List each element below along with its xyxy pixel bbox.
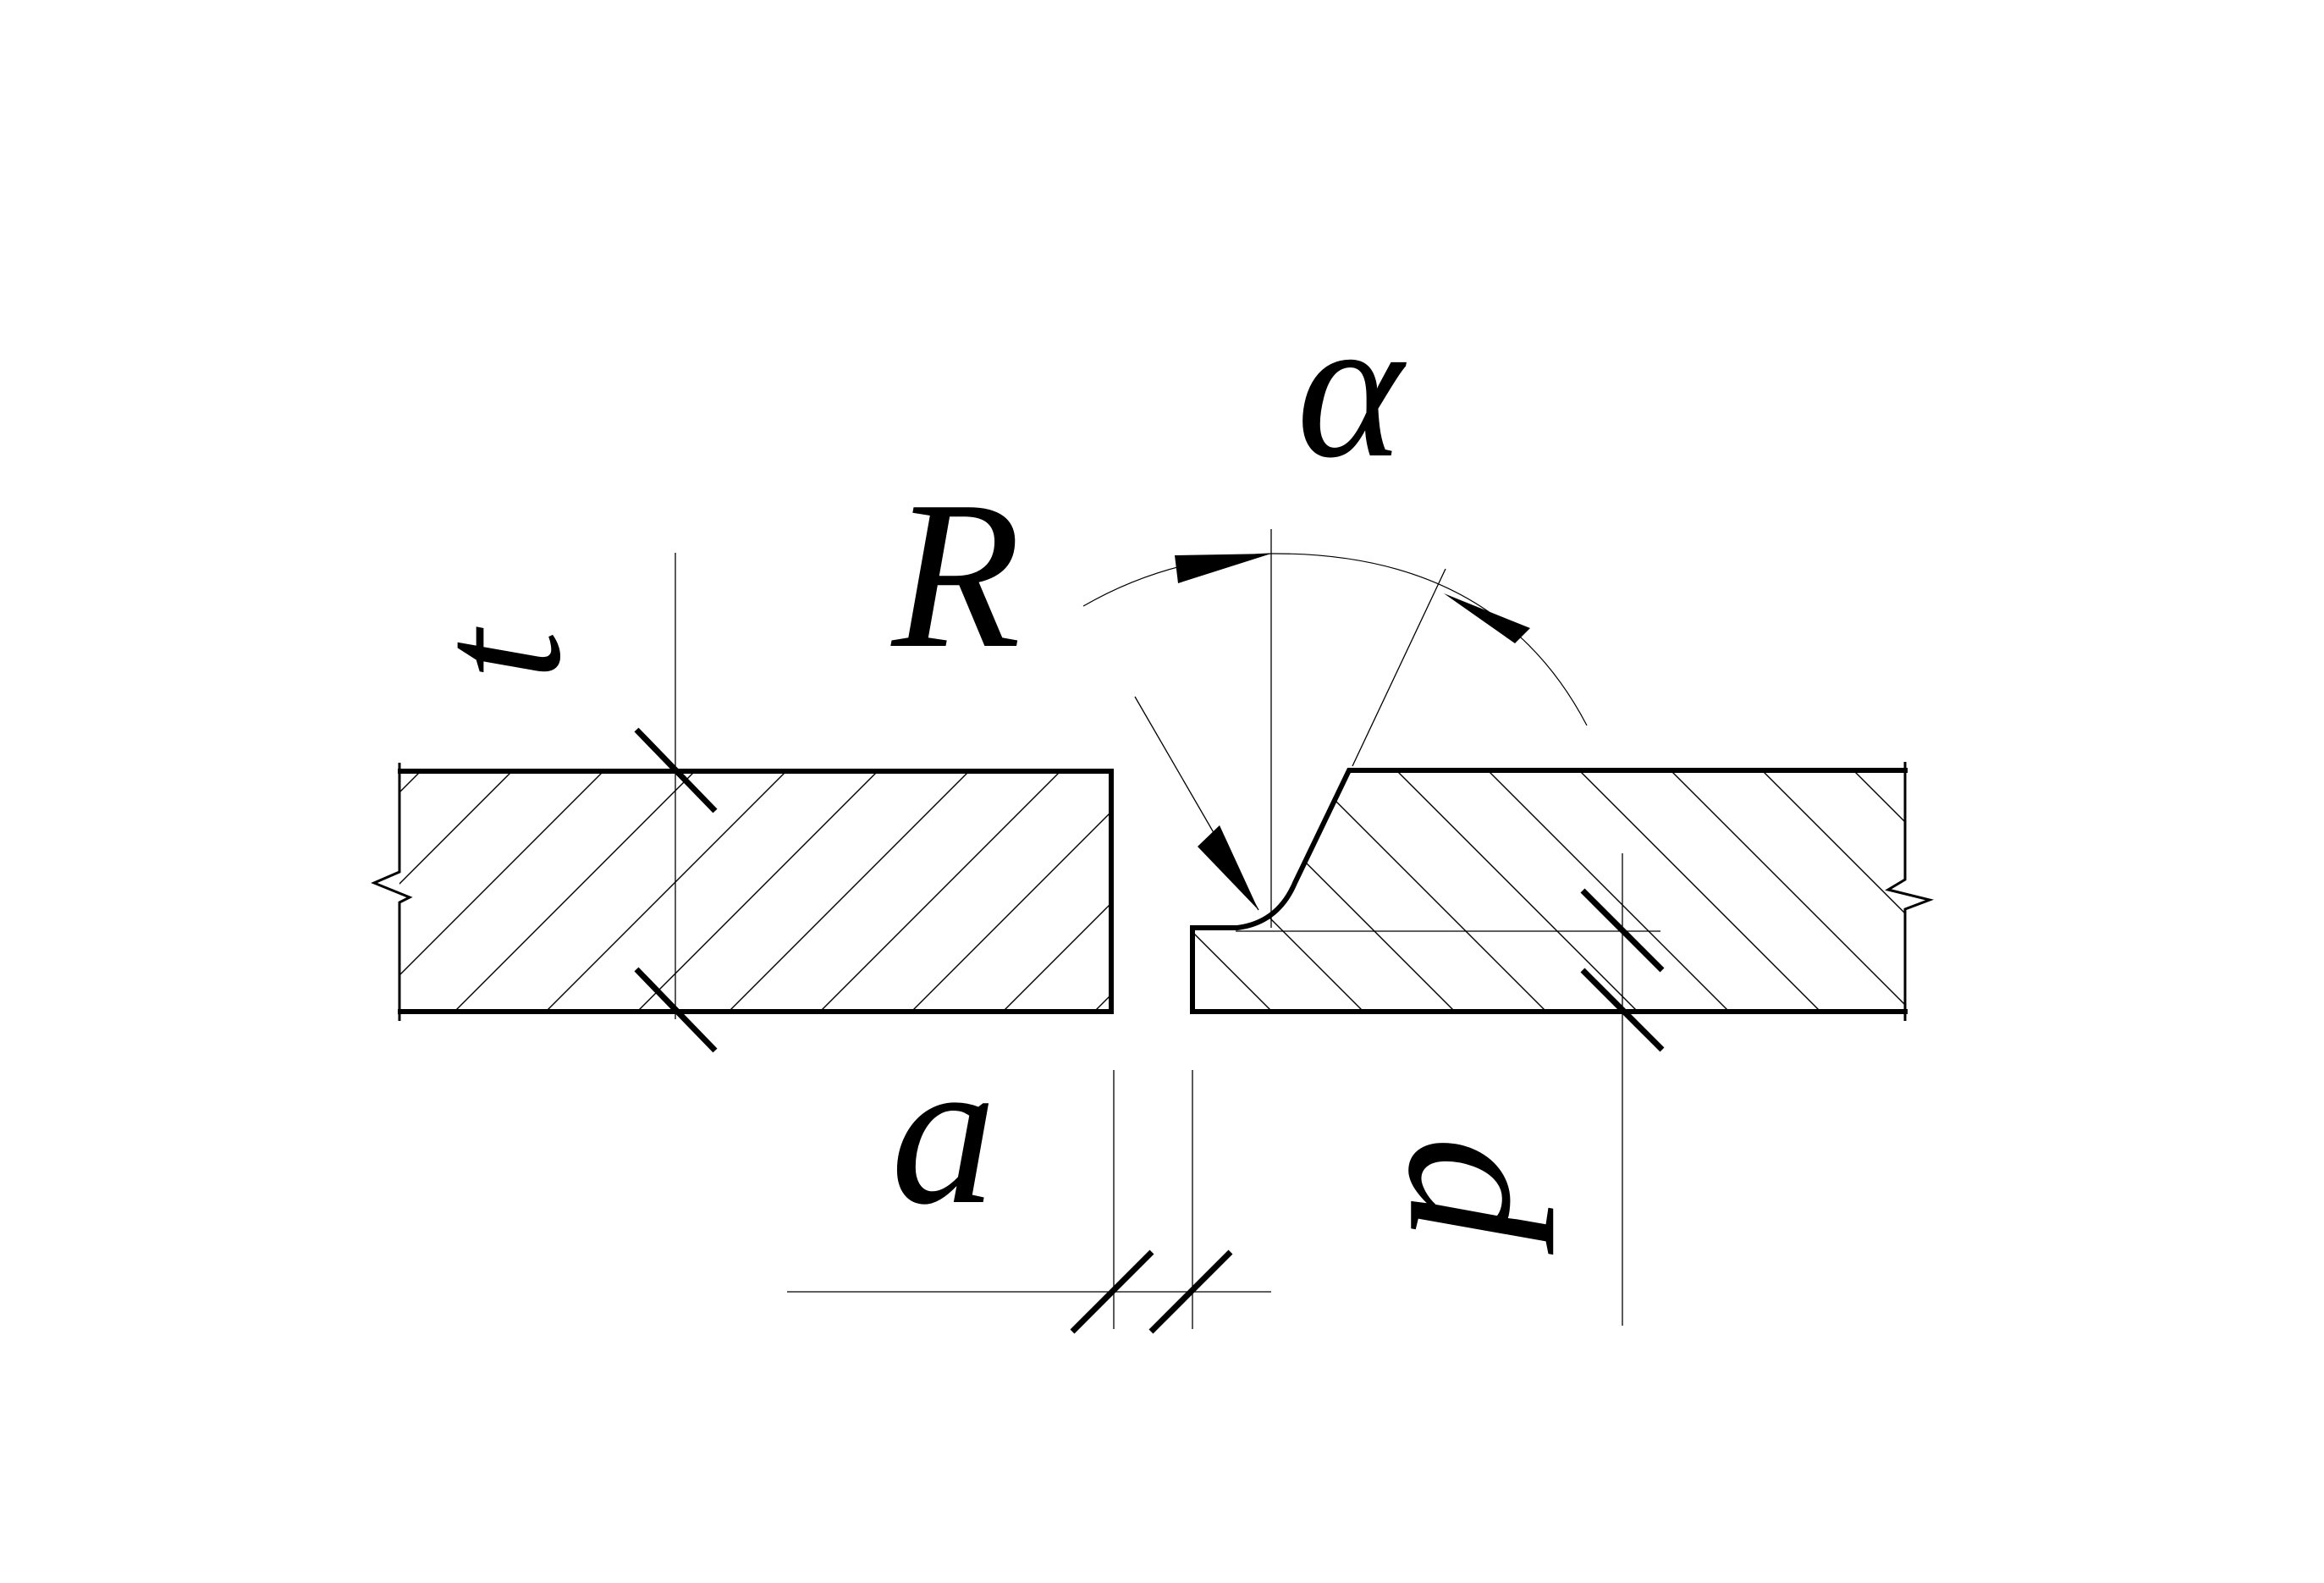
label-root-gap: a xyxy=(891,1014,997,1249)
hatch-line xyxy=(1760,770,1905,1012)
hatch-line xyxy=(1851,770,1905,1012)
angle-arrow-left xyxy=(1175,554,1271,583)
hatch-line xyxy=(399,771,698,1012)
hatch-line xyxy=(822,771,1111,1012)
hatch-line xyxy=(639,771,1064,1012)
hatch-line xyxy=(1577,770,1905,1012)
root-gap-dimension xyxy=(787,1070,1271,1334)
hatch-line xyxy=(399,771,515,1012)
hatch-line xyxy=(399,771,790,1012)
left-plate-hatching xyxy=(399,771,1111,1012)
right-plate-hatching xyxy=(1195,770,1905,1012)
thickness-dimension xyxy=(634,553,718,1053)
hatch-line xyxy=(1668,770,1905,1012)
hatch-line xyxy=(456,771,881,1012)
hatch-line xyxy=(1302,770,1727,1012)
hatch-line xyxy=(730,771,1111,1012)
bevel-angle-dimension xyxy=(1082,529,1588,928)
hatch-line xyxy=(399,771,607,1012)
label-radius: R xyxy=(890,458,1022,692)
root-face-dimension xyxy=(1236,853,1665,1326)
hatch-line xyxy=(548,771,972,1012)
right-break-line xyxy=(1885,762,1935,1021)
angle-arrow-right xyxy=(1444,593,1530,643)
label-angle: α xyxy=(1297,274,1407,499)
hatch-line xyxy=(1394,770,1819,1012)
radius-leader xyxy=(1134,696,1259,911)
hatch-line xyxy=(1195,770,1362,1012)
radius-arrow xyxy=(1198,825,1258,910)
hatch-line xyxy=(1485,770,1905,1012)
hatch-line xyxy=(1005,771,1111,1012)
left-plate xyxy=(371,763,1114,1021)
right-plate xyxy=(1190,762,1935,1021)
left-break-line xyxy=(371,763,413,1021)
hatch-line xyxy=(1195,770,1545,1012)
label-root-face: p xyxy=(1320,1137,1555,1255)
hatch-line xyxy=(1211,770,1636,1012)
hatch-line xyxy=(399,771,424,1012)
label-thickness: t xyxy=(399,626,598,680)
